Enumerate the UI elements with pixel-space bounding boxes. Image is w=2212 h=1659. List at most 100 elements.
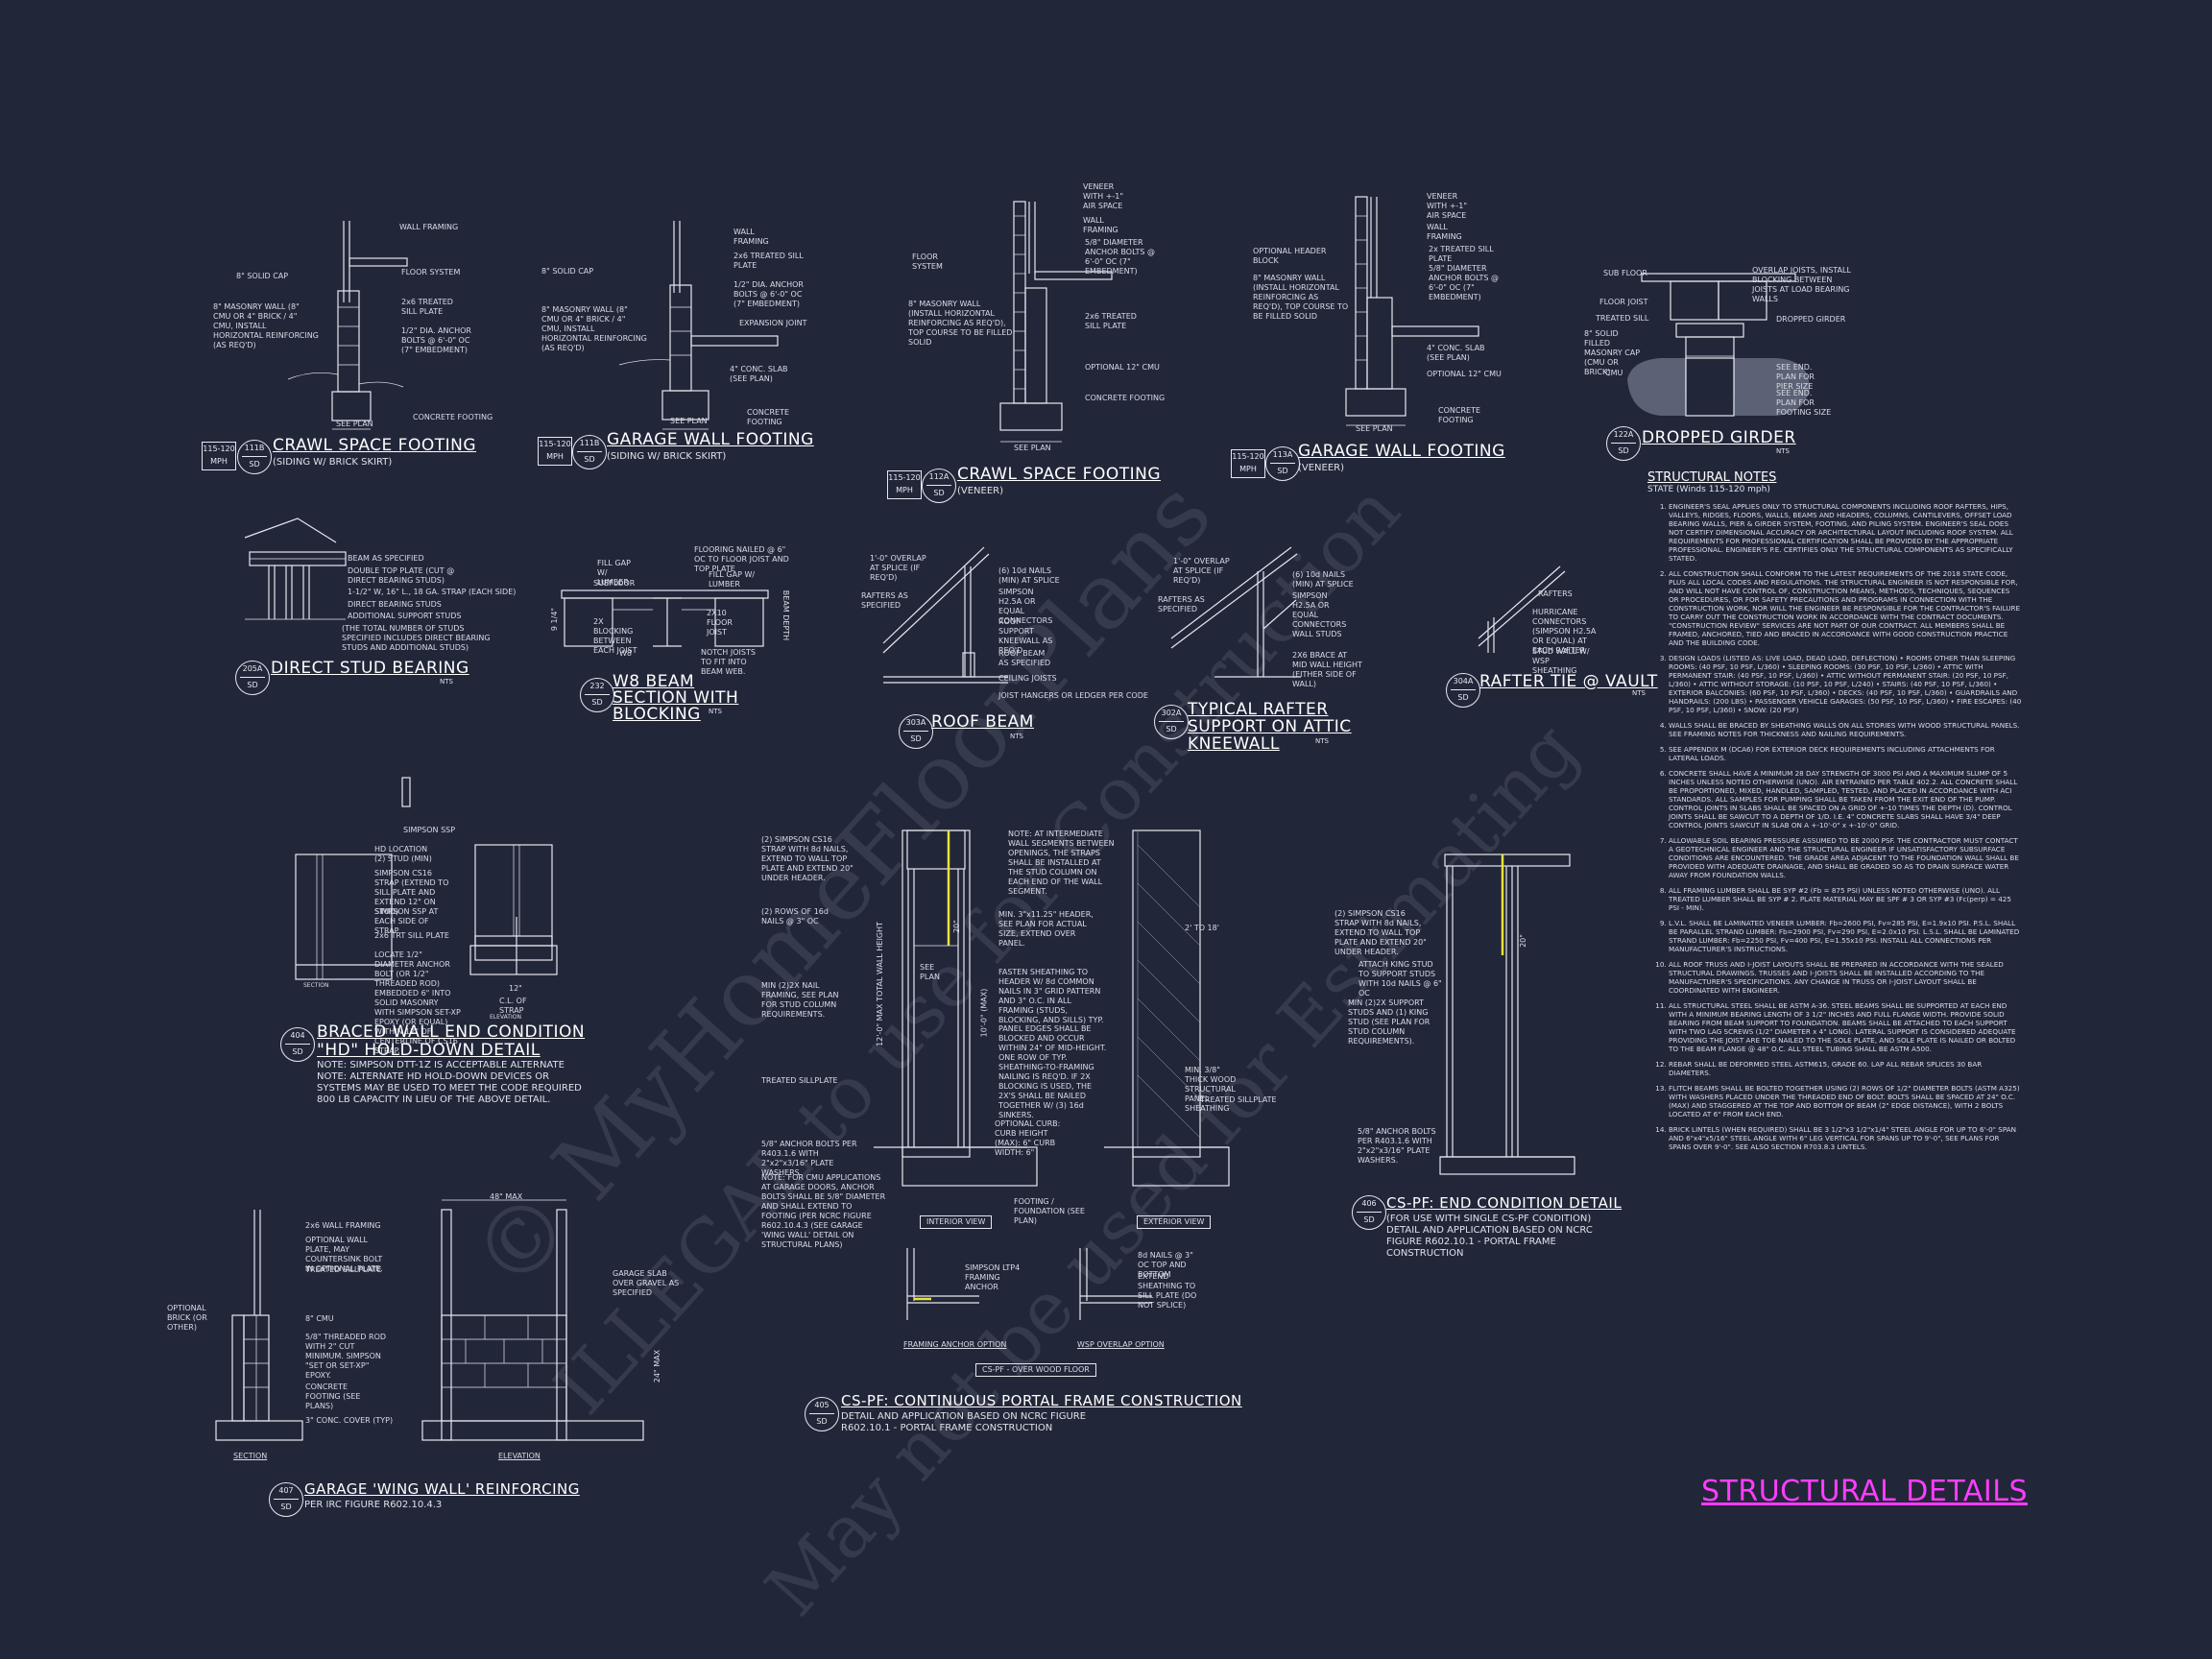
d12-note-19: INTERIOR VIEW (920, 1215, 993, 1229)
d8-note-2: (6) 10d NAILS (MIN) AT SPLICE (998, 566, 1060, 585)
d1-note-7: SEE PLAN (336, 420, 373, 428)
d1-mph-bottom: MPH (210, 457, 228, 466)
d6-subtitle: NTS (440, 678, 453, 685)
d12-note-4: 5/8" ANCHOR BOLTS PER R403.1.6 WITH 2"x2… (761, 1140, 857, 1177)
d14-tag-bottom: SD (280, 1503, 292, 1511)
d10-title: RAFTER TIE @ VAULT (1479, 672, 1658, 691)
d9-note-1: RAFTERS AS SPECIFIED (1158, 595, 1205, 613)
d8-note-3: SIMPSON H2.5A OR EQUAL CONNECTORS (998, 588, 1053, 625)
d10-subtitle: NTS (1632, 689, 1646, 697)
d4-note-2: OPTIONAL HEADER BLOCK (1253, 247, 1327, 265)
sheet-title: STRUCTURAL DETAILS (1701, 1475, 2028, 1508)
d1-mph-top: 115-120 (203, 445, 235, 453)
d4-mph-bottom: MPH (1239, 465, 1257, 473)
d4-note-4: 8" MASONRY WALL (INSTALL HORIZONTAL REIN… (1253, 274, 1349, 321)
d1-note-6: CONCRETE FOOTING (413, 413, 493, 421)
d11-note-1: SIMPSON SSP (403, 826, 456, 834)
d12-note-11: NOTE: FOR CMU APPLICATIONS AT GARAGE DOO… (761, 1173, 886, 1249)
d11-note-4: SIMPSON SSP AT EACH SIDE OF STRAP (374, 907, 439, 935)
d4-note-7: OPTIONAL 12" CMU (1427, 370, 1502, 378)
d3-mph-top: 115-120 (888, 473, 921, 482)
d13-title: CS-PF: END CONDITION DETAIL (1386, 1194, 1623, 1212)
d12-subtitle: DETAIL AND APPLICATION BASED ON NCRC FIG… (841, 1411, 1087, 1433)
d1-note-4: 2x6 TREATED SILL PLATE (401, 298, 453, 316)
d4-note-1: WALL FRAMING (1427, 223, 1462, 241)
d12-note-15: 20" (951, 920, 961, 933)
detail-drawing-dropped-girder (1627, 273, 1810, 417)
d12-note-10: FOOTING / FOUNDATION (SEE PLAN) (1014, 1197, 1085, 1225)
d1-note-2: FLOOR SYSTEM (401, 268, 461, 276)
d2-title: GARAGE WALL FOOTING (607, 430, 814, 449)
d11-tag-bottom: SD (292, 1047, 303, 1056)
d12-note-26: CS-PF - OVER WOOD FLOOR (975, 1363, 1096, 1377)
d13-note-4: 5/8" ANCHOR BOLTS PER R403.1.6 WITH 2"x2… (1358, 1127, 1436, 1165)
structural-notes: STRUCTURAL NOTES STATE (Winds 115-120 mp… (1647, 470, 2022, 1158)
structural-note: REBAR SHALL BE DEFORMED STEEL ASTM615, G… (1669, 1060, 2022, 1077)
d6-note-4: ADDITIONAL SUPPORT STUDS (348, 612, 462, 620)
d6-note-2: 1-1/2" W, 16" L., 18 GA. STRAP (EACH SID… (348, 588, 517, 596)
d11-note-7: SECTION (303, 982, 329, 989)
d1-title: CRAWL SPACE FOOTING (273, 436, 477, 455)
d7-note-6: NOTCH JOISTS TO FIT INTO BEAM WEB. (701, 648, 756, 676)
d10-tag-bottom: SD (1457, 693, 1469, 702)
d9-title: TYPICAL RAFTER SUPPORT ON ATTIC KNEEWALL (1188, 700, 1352, 754)
d3-tag-bottom: SD (933, 489, 945, 497)
d4-tag-bottom: SD (1277, 467, 1288, 475)
d5-note-5: OVERLAP JOISTS, INSTALL BLOCKING BETWEEN… (1752, 266, 1851, 303)
d13-note-5: 20" (1518, 934, 1527, 948)
structural-note: ALL STRUCTURAL STEEL SHALL BE ASTM A-36.… (1669, 1001, 2022, 1053)
d9-note-4: WALL STUDS (1292, 630, 1342, 638)
d7-note-9: 9 1/4" (550, 607, 560, 632)
d11-note-2: HD LOCATION (2) STUD (MIN) (374, 845, 432, 863)
d5-tag-top: 122A (1611, 427, 1636, 444)
structural-notes-state: STATE (Winds 115-120 mph) (1647, 485, 1770, 494)
d12-note-3: TREATED SILLPLATE (761, 1076, 838, 1085)
d8-note-4: ROOF SUPPORT KNEEWALL AS REQ'D. (998, 617, 1053, 655)
d12-note-2: MIN (2)2X NAIL FRAMING, SEE PLAN FOR STU… (761, 981, 839, 1019)
d2-mph-top: 115-120 (539, 440, 571, 448)
d4-note-3: 2x TREATED SILL PLATE (1429, 245, 1494, 263)
structural-notes-list: ENGINEER'S SEAL APPLIES ONLY TO STRUCTUR… (1647, 502, 2022, 1151)
d5-note-4: CMU (1605, 369, 1623, 377)
d12-note-22: 8d NAILS @ 3" OC TOP AND BOTTOM (1138, 1251, 1193, 1279)
d12-note-21: SIMPSON LTP4 FRAMING ANCHOR (965, 1263, 1021, 1291)
d6-tag-bottom: SD (247, 681, 258, 689)
detail-drawing-wing-wall (215, 1199, 644, 1441)
d11-note-9: 12" (509, 984, 522, 993)
d2-note-4: 8" MASONRY WALL (8" CMU OR 4" BRICK / 4"… (541, 305, 647, 352)
d11-note-0: NOTE: ALTERNATE HD HOLD-DOWN DEVICES OR … (317, 1071, 582, 1105)
d12-note-1: (2) ROWS OF 16d NAILS @ 3" OC (761, 907, 829, 926)
d8-title: ROOF BEAM (931, 712, 1034, 732)
detail-drawing-portal-end (1439, 854, 1575, 1175)
d14-note-10: 24" MAX (653, 1349, 662, 1383)
d12-note-20: EXTERIOR VIEW (1137, 1215, 1212, 1229)
d3-note-7: CONCRETE FOOTING (1085, 394, 1166, 402)
d9-subtitle: NTS (1315, 737, 1329, 745)
detail-drawing-rafter-tie (1478, 565, 1566, 653)
d5-subtitle: NTS (1776, 447, 1790, 455)
structural-note: ALL FRAMING LUMBER SHALL BE SYP #2 (Fb =… (1669, 886, 2022, 912)
d14-note-7: 3" CONC. COVER (TYP) (305, 1416, 394, 1425)
d12-note-12: MIN. 3/8" THICK WOOD STRUCTURAL PANEL SH… (1185, 1066, 1237, 1113)
d12-title: CS-PF: CONTINUOUS PORTAL FRAME CONSTRUCT… (841, 1392, 1242, 1409)
structural-note: L.V.L. SHALL BE LAMINATED VENEER LUMBER:… (1669, 919, 2022, 953)
d9-note-5: 2X6 BRACE AT MID WALL HEIGHT (EITHER SID… (1292, 651, 1362, 688)
structural-note: ALL CONSTRUCTION SHALL CONFORM TO THE LA… (1669, 569, 2022, 647)
d11-note-8: ELEVATION (490, 1014, 521, 1021)
d14-title: GARAGE 'WING WALL' REINFORCING (304, 1480, 580, 1498)
d6-note-1: DOUBLE TOP PLATE (CUT @ DIRECT BEARING S… (348, 566, 455, 585)
d2-note-3: 1/2" DIA. ANCHOR BOLTS @ 6'-0" OC (7" EM… (733, 280, 804, 308)
detail-drawing-roof-beam (882, 546, 1008, 684)
d12-note-9: OPTIONAL CURB: CURB HEIGHT (MAX): 6" CUR… (995, 1119, 1061, 1157)
structural-note: WALLS SHALL BE BRACED BY SHEATHING WALLS… (1669, 721, 2022, 738)
d14-note-0: 2x6 WALL FRAMING (305, 1221, 381, 1230)
